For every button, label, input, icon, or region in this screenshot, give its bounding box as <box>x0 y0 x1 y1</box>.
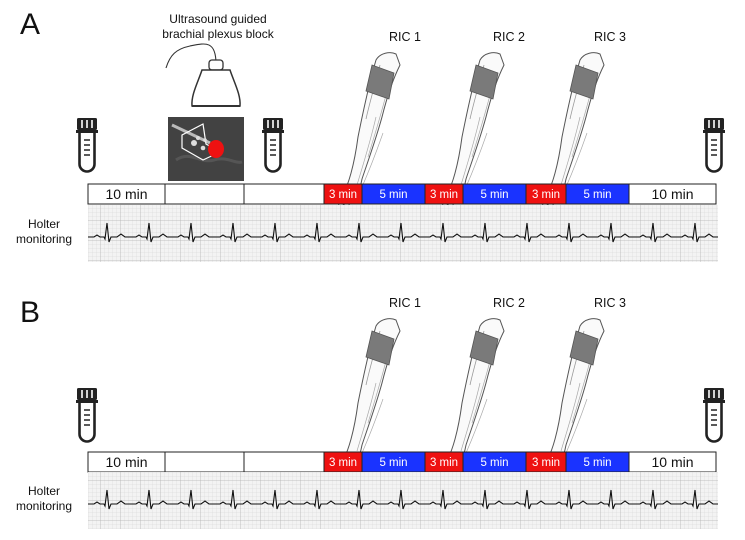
ric-label: RIC 2 <box>493 30 525 44</box>
timeline-segment-label: 10 min <box>651 186 693 202</box>
timeline-segment <box>628 183 717 205</box>
ric-label: RIC 1 <box>389 296 421 310</box>
timeline-segment-label: 5 min <box>583 457 611 469</box>
blood-sample-tube-icon <box>701 116 727 173</box>
procedure-label: brachial plexus block <box>162 27 274 41</box>
ric-label: RIC 2 <box>493 296 525 310</box>
timeline-segment-label: 10 min <box>651 454 693 470</box>
timeline-bar: 10 min 3 min 5 min 3 min 5 min 3 min 5 min 10 m… <box>87 451 717 473</box>
timeline-segment-label: 5 min <box>480 189 508 201</box>
blood-sample-tube-icon <box>701 386 727 443</box>
blood-sample-tube-icon <box>74 386 100 443</box>
ecg-strip-icon <box>88 205 718 262</box>
timeline-bar: 10 min 3 min 5 min 3 min 5 min 3 min 5 min 10 m… <box>87 183 717 205</box>
timeline-segment <box>164 451 245 473</box>
panel-letter: B <box>20 296 40 329</box>
ric-label: RIC 3 <box>594 296 626 310</box>
ric-label: RIC 1 <box>389 30 421 44</box>
timeline-segment-label: 10 min <box>105 186 147 202</box>
panel-a: A Ultrasound guided brachial plexus bloc… <box>16 8 727 262</box>
timeline-segment-label: 3 min <box>329 189 357 201</box>
timeline-segment <box>243 183 325 205</box>
blood-sample-tube-icon <box>260 116 286 173</box>
blood-sample-tube-icon <box>74 116 100 173</box>
procedure-label: Ultrasound guided <box>169 12 266 26</box>
timeline-segment-label: 3 min <box>532 189 560 201</box>
holter-label: monitoring <box>16 232 72 246</box>
ecg-strip-icon <box>88 472 718 529</box>
panel-letter: A <box>20 8 40 41</box>
panel-b: B RIC 1 RIC 2 RIC 3 10 min 3 min 5 min 3 mi… <box>16 296 727 529</box>
ultrasound-image-icon <box>168 117 244 181</box>
timeline-segment-label: 10 min <box>105 454 147 470</box>
ultrasound-probe-icon <box>165 43 241 107</box>
holter-label: Holter <box>28 217 60 231</box>
timeline-segment-label: 3 min <box>430 457 458 469</box>
timeline-segment-label: 3 min <box>532 457 560 469</box>
timeline-segment <box>243 451 325 473</box>
timeline-segment-label: 5 min <box>379 457 407 469</box>
timeline-segment-label: 5 min <box>480 457 508 469</box>
timeline-segment <box>164 183 245 205</box>
timeline-segment-label: 5 min <box>583 189 611 201</box>
arm-cuff-icon <box>330 318 401 475</box>
arm-cuff-icon <box>434 318 505 475</box>
holter-label: Holter <box>28 484 60 498</box>
timeline-segment-label: 3 min <box>329 457 357 469</box>
ric-label: RIC 3 <box>594 30 626 44</box>
holter-label: monitoring <box>16 499 72 513</box>
arm-cuff-icon <box>534 318 605 475</box>
timeline-segment-label: 5 min <box>379 189 407 201</box>
timeline-segment-label: 3 min <box>430 189 458 201</box>
